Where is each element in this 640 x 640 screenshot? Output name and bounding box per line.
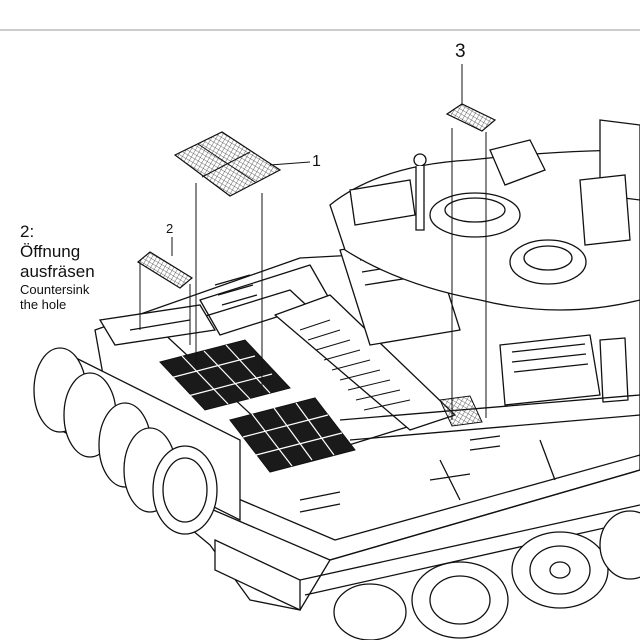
part-3-mesh: [445, 103, 497, 132]
countersink-note: 2: Öffnung ausfräsen Countersink the hol…: [20, 222, 95, 313]
note-number: 2:: [20, 222, 35, 241]
callout-3: 3: [455, 41, 466, 62]
part-2-mesh: [136, 251, 194, 289]
part-1-mesh: [173, 131, 282, 197]
fuel-drums: [33, 304, 301, 612]
note-german-line1: Öffnung: [20, 242, 81, 262]
callout-1: 1: [312, 153, 321, 170]
engine-grille-rear: [229, 397, 356, 473]
road-wheels: [333, 510, 640, 640]
deck-grille-small: [439, 395, 483, 427]
leader-lines: [139, 64, 487, 420]
note-english-line2: the hole: [20, 297, 67, 313]
callout-2: 2: [166, 221, 174, 236]
note-german-line2: ausfräsen: [20, 262, 95, 282]
note-english-line1: Countersink: [20, 282, 90, 298]
engine-grille-front: [159, 339, 291, 411]
